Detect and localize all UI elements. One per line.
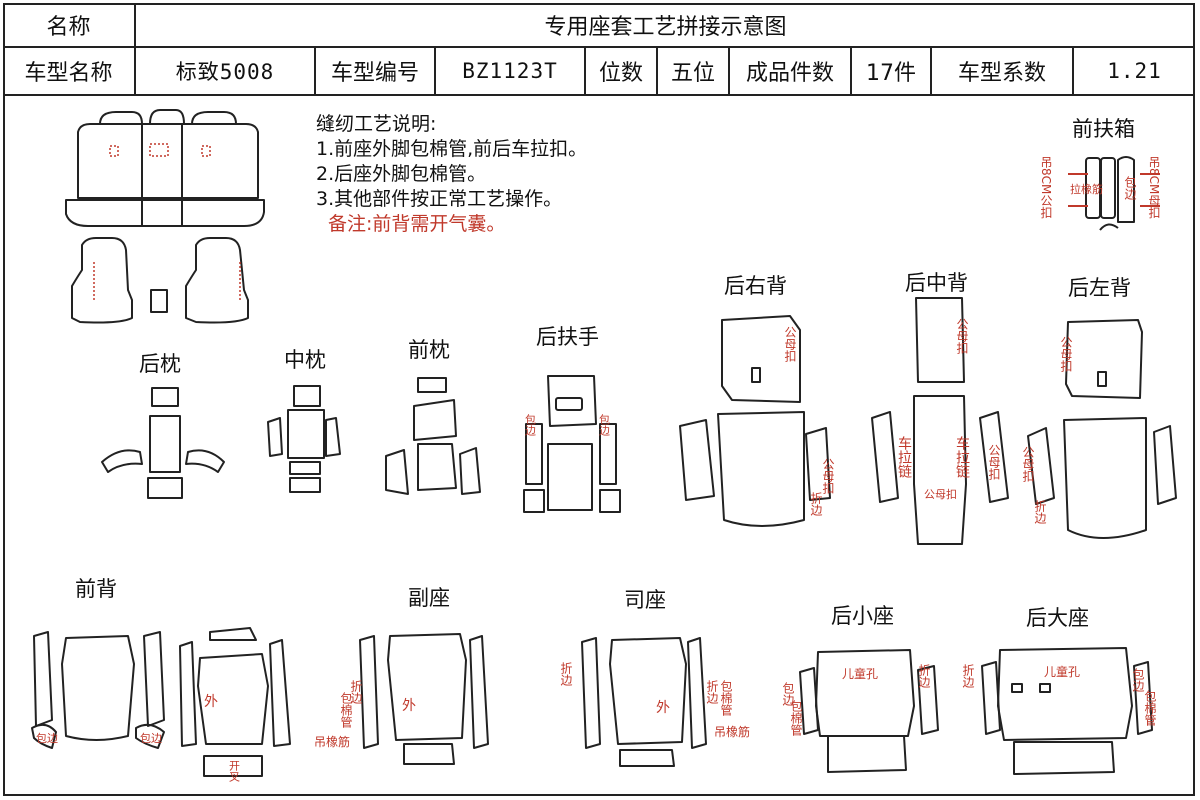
outer-frame — [3, 3, 1195, 796]
anno-rrb-fold: 折边 — [809, 491, 823, 517]
seat-overview-marks — [93, 143, 241, 300]
anno-passenger-fold: 折边 — [349, 679, 363, 705]
anno-driver-rubber: 吊橡筋 — [714, 724, 750, 739]
label-rear-left-back: 后左背 — [1068, 276, 1131, 300]
label-front-pillow: 前枕 — [408, 338, 450, 362]
label-driver-seat: 司座 — [624, 588, 666, 612]
seats-value: 五位 — [658, 48, 730, 94]
rear-armrest-parts — [523, 375, 621, 513]
anno-passenger-rubber: 吊橡筋 — [314, 734, 350, 749]
header-row-1: 名称 专用座套工艺拼接示意图 — [3, 3, 1195, 48]
seat-overview — [65, 109, 265, 324]
notes-item-3: 3.其他部件按正常工艺操作。 — [316, 188, 563, 210]
page-title: 专用座套工艺拼接示意图 — [544, 14, 787, 40]
anno-rmb-zip-right: 车拉链 — [954, 435, 970, 479]
rear-right-back-parts — [679, 315, 831, 527]
anno-hang-female: 吊8CM母扣 — [1147, 156, 1161, 219]
anno-driver-outer: 外 — [656, 700, 670, 716]
anno-rmb-buckle-bottom: 公母扣 — [924, 487, 957, 501]
label-rear-right-back: 后右背 — [724, 274, 787, 298]
pieces-value: 17件 — [852, 48, 932, 94]
seats-label: 位数 — [586, 48, 658, 94]
label-passenger-seat: 副座 — [408, 586, 450, 610]
anno-armrest-wrap-left: 包边 — [524, 414, 537, 436]
label-rear-large-seat: 后大座 — [1026, 606, 1089, 630]
label-rear-armrest: 后扶手 — [536, 325, 599, 349]
notes-heading: 缝纫工艺说明: — [316, 113, 437, 135]
anno-rmb-buckle-side: 公母扣 — [987, 444, 1001, 481]
rear-mid-back-parts — [871, 297, 1009, 545]
front-box-parts — [1085, 156, 1135, 231]
anno-driver-fold-right: 折边 — [705, 679, 719, 705]
anno-large-child-hole: 儿童孔 — [1044, 664, 1080, 679]
rear-large-seat-parts — [981, 647, 1153, 775]
label-front-box: 前扶箱 — [1072, 117, 1135, 141]
pieces-label: 成品件数 — [730, 48, 852, 94]
anno-small-child-hole: 儿童孔 — [842, 666, 878, 681]
sewing-notes: 缝纫工艺说明: 1.前座外脚包棉管,前后车拉扣。 2.后座外脚包棉管。 3.其他… — [316, 112, 587, 237]
anno-rubber-pipe: 拉橡筋 — [1070, 182, 1103, 196]
coef-value: 1.21 — [1107, 59, 1162, 83]
rear-small-seat-parts — [799, 649, 939, 773]
notes-item-2: 2.后座外脚包棉管。 — [316, 163, 487, 185]
anno-passenger-outer: 外 — [402, 698, 416, 714]
rear-left-back-parts — [1027, 319, 1177, 539]
label-rear-pillow: 后枕 — [139, 352, 181, 376]
anno-front-back-wrap-left: 包边 — [36, 732, 58, 745]
label-front-back: 前背 — [75, 577, 117, 601]
passenger-seat-parts — [359, 633, 489, 765]
anno-small-fold: 折边 — [917, 663, 931, 689]
front-pillow-parts — [385, 377, 481, 495]
model-code-label: 车型编号 — [316, 48, 436, 94]
driver-seat-parts — [581, 637, 707, 767]
anno-large-fold: 折边 — [961, 663, 975, 689]
anno-passenger-cotton: 包棉管 — [339, 692, 353, 729]
model-name-label: 车型名称 — [3, 48, 136, 94]
anno-rrb-buckle-side: 公母扣 — [821, 458, 835, 495]
anno-front-back-outer: 外 — [204, 694, 218, 710]
anno-hang-male: 吊8CM公扣 — [1039, 156, 1053, 219]
anno-driver-cotton: 包棉管 — [719, 680, 733, 717]
anno-rlb-buckle-top: 公母扣 — [1059, 336, 1073, 373]
anno-front-back-fork: 开叉 — [228, 760, 241, 783]
header-row-2: 车型名称 标致5008 车型编号 BZ1123T 位数 五位 成品件数 17件 … — [3, 48, 1195, 96]
anno-small-wrap: 包边 — [781, 682, 795, 707]
label-rear-small-seat: 后小座 — [831, 604, 894, 628]
label-mid-pillow: 中枕 — [284, 348, 326, 372]
mid-pillow-parts — [267, 385, 341, 493]
notes-remark: 备注:前背需开气囊。 — [328, 213, 506, 235]
anno-front-back-wrap-right: 包边 — [140, 732, 162, 745]
notes-item-1: 1.前座外脚包棉管,前后车拉扣。 — [316, 138, 588, 160]
anno-large-cotton: 包棉管 — [1143, 690, 1157, 727]
label-rear-mid-back: 后中背 — [905, 271, 968, 295]
anno-driver-fold-left: 折边 — [559, 661, 573, 687]
anno-armrest-wrap-right: 包边 — [598, 414, 611, 436]
anno-rlb-buckle-side: 公母扣 — [1021, 446, 1035, 483]
front-box-arrows — [1068, 173, 1160, 207]
model-code-value: BZ1123T — [436, 48, 586, 94]
model-name-value: 标致5008 — [136, 48, 316, 94]
anno-rlb-fold: 折边 — [1033, 499, 1047, 525]
coef-label: 车型系数 — [932, 48, 1074, 94]
anno-rrb-buckle-top: 公母扣 — [783, 326, 797, 363]
front-back-parts — [31, 627, 291, 777]
anno-rmb-buckle-top: 公母扣 — [955, 318, 969, 355]
anno-rmb-zip-left: 车拉链 — [896, 435, 912, 479]
rear-pillow-parts — [101, 387, 225, 499]
anno-front-box-wrap: 包边 — [1123, 176, 1137, 201]
anno-large-wrap: 包边 — [1131, 668, 1145, 693]
name-label: 名称 — [3, 3, 136, 46]
anno-small-cotton: 包棉管 — [789, 700, 803, 737]
